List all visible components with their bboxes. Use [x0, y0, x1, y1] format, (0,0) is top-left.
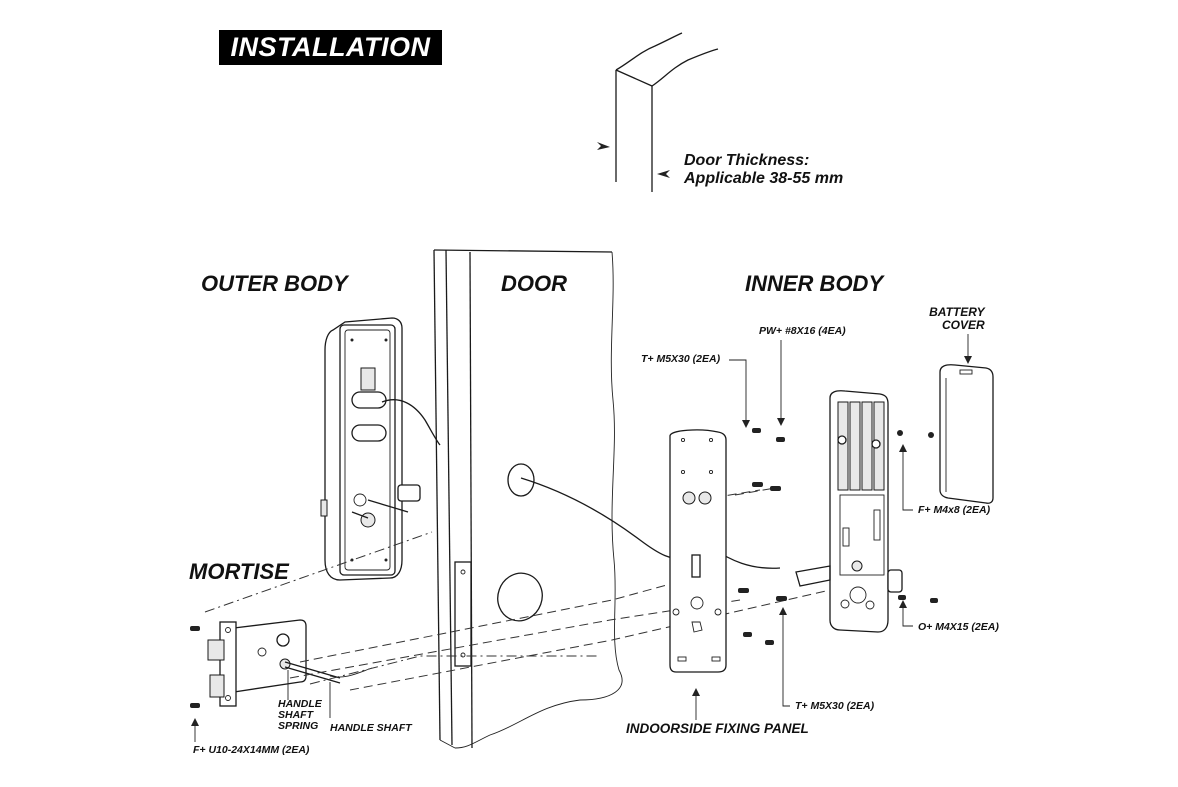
thickness-arrow-right-icon	[657, 170, 670, 178]
door-thickness-line1: Door Thickness:	[684, 152, 810, 169]
handle-shaft-spring-line3: SPRING	[278, 720, 319, 733]
indoorside-panel-label: INDOORSIDE FIXING PANEL	[626, 721, 809, 736]
door-label: DOOR	[501, 271, 567, 296]
t-screw-top-label: T+ M5X30 (2EA)	[641, 353, 721, 365]
page-title: INSTALLATION	[230, 32, 431, 62]
outer-body-label: OUTER BODY	[201, 271, 348, 296]
battery-cover-illustration	[939, 364, 994, 504]
inner-body-label: INNER BODY	[745, 271, 884, 296]
indoorside-fixing-panel-illustration	[669, 429, 727, 673]
screw-icon	[190, 626, 200, 708]
handle-shaft-spring-line2: SHAFT	[278, 709, 313, 722]
mortise-illustration	[190, 619, 373, 742]
door-illustration	[433, 249, 623, 749]
cable-hole	[507, 463, 535, 497]
door-thickness-line2: Applicable 38-55 mm	[684, 170, 844, 188]
outer-body-illustration	[320, 317, 441, 581]
key-cylinder	[360, 512, 376, 528]
title-banner: INSTALLATION	[219, 30, 442, 65]
door-thickness-illustration	[597, 32, 719, 192]
screw-set	[738, 428, 938, 645]
cable	[520, 477, 691, 561]
o-screw-m4x15-label: O+ M4X15 (2EA)	[918, 621, 999, 633]
door-thickness-label: Door Thickness: Applicable 38-55 mm	[684, 152, 843, 189]
f-screw-u10-label: F+ U10-24X14MM (2EA)	[193, 744, 310, 756]
mortise-label: MORTISE	[189, 559, 289, 584]
handle-shaft-label: HANDLE SHAFT	[330, 722, 412, 734]
battery-cover-label: BATTERY COVER	[928, 306, 985, 331]
handle-shaft-spring-label: HANDLE SHAFT SPRING	[278, 698, 322, 733]
pw-screw-label: PW+ #8X16 (4EA)	[759, 325, 846, 337]
t-screw-bottom-label: T+ M5X30 (2EA)	[795, 700, 875, 712]
thickness-arrow-left-icon	[597, 142, 610, 150]
leader-lines	[692, 334, 972, 720]
f-screw-m4x8-label: F+ M4x8 (2EA)	[918, 504, 991, 516]
strike-plate	[454, 561, 472, 667]
battery-cover-line1: BATTERY	[929, 305, 985, 319]
battery-cover-line2: COVER	[942, 317, 985, 332]
handle-shaft-spring-line1: HANDLE	[278, 698, 322, 710]
inner-body-illustration	[795, 390, 903, 633]
